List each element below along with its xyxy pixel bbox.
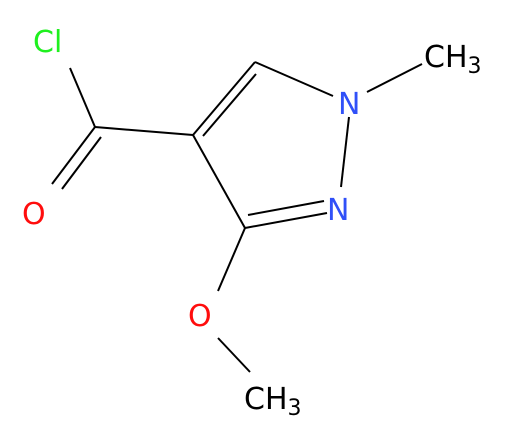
- methoxy-oxygen-label: O: [188, 299, 212, 334]
- o-methyl-symbol: CH: [244, 382, 288, 417]
- bond-carbonyl-c-o-inner: [61, 136, 102, 190]
- bond-carbonyl-c-o-outer: [51, 126, 96, 185]
- bond-n1-methyl: [366, 63, 423, 93]
- bond-c3-c4: [192, 134, 246, 229]
- atom-labels: Cl O N N O CH3 CH3: [22, 25, 482, 421]
- n-methyl-label: CH3: [424, 40, 482, 79]
- n-methyl-subscript: 3: [468, 54, 482, 79]
- bonds: [51, 61, 423, 373]
- bond-c4-c5-outer: [192, 61, 256, 136]
- n-methyl-symbol: CH: [424, 40, 468, 75]
- bond-c3-o: [217, 227, 246, 292]
- carbonyl-oxygen-label: O: [22, 197, 46, 232]
- bond-n1-n2: [340, 116, 350, 188]
- bond-n2-c3-outer: [244, 212, 328, 229]
- o-methyl-subscript: 3: [288, 396, 302, 421]
- nitrogen-n1-label: N: [338, 87, 360, 122]
- bond-carbonyl-c-cl: [69, 67, 96, 128]
- o-methyl-label: CH3: [244, 382, 302, 421]
- chlorine-label: Cl: [33, 25, 62, 60]
- nitrogen-n2-label: N: [327, 193, 349, 228]
- bond-carbonyl-c-ring-c4: [94, 126, 194, 136]
- bond-o-methyl: [217, 337, 251, 373]
- bond-c5-n1: [254, 61, 334, 97]
- bond-c4-c5-inner: [202, 73, 257, 137]
- bond-n2-c3-inner: [247, 200, 325, 216]
